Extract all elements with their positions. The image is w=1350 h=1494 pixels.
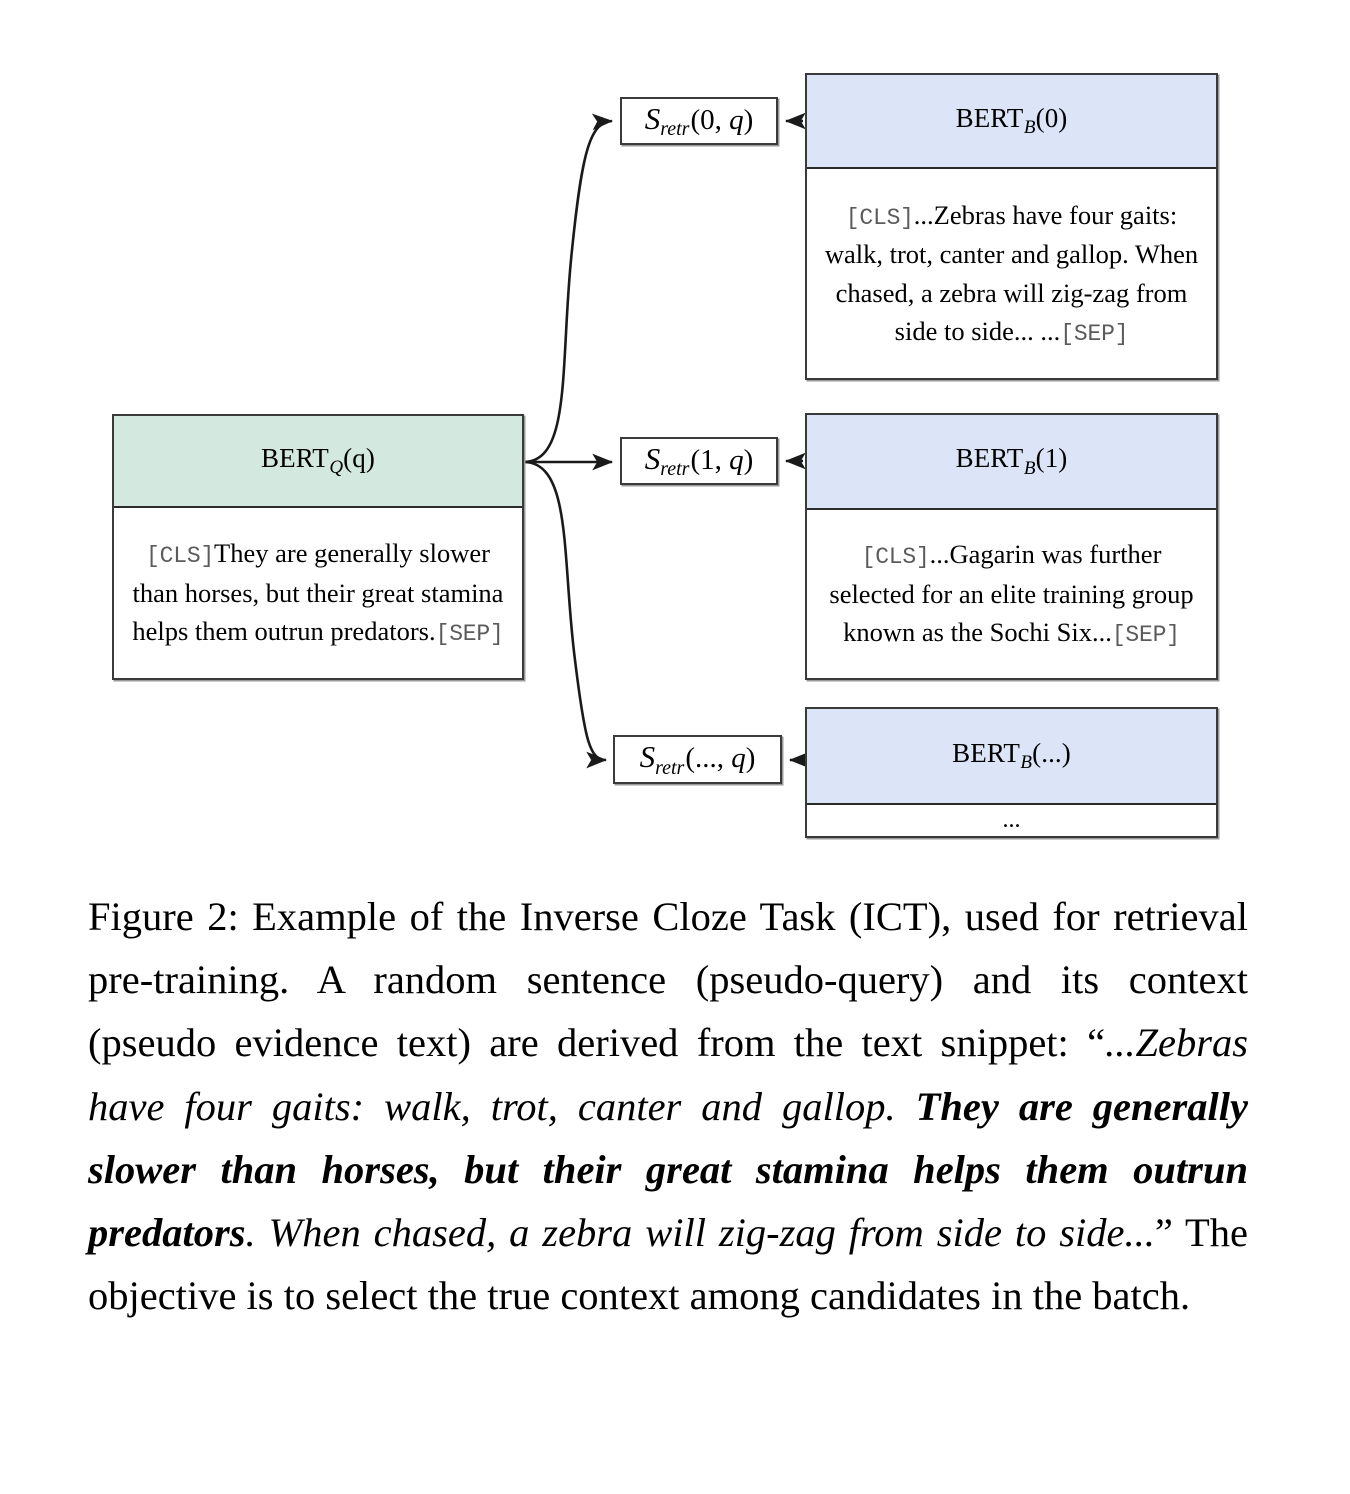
caption-segment-1: ...Zebras have four gaits: walk, trot, c… bbox=[88, 1020, 1248, 1129]
caption-segment-4: ” The objective is to select the true co… bbox=[88, 1209, 1248, 1319]
evidence-node-0-sep-token: [SEP] bbox=[1060, 320, 1129, 347]
evidence-node-ellipsis-label: BERTB(...) bbox=[952, 738, 1071, 774]
query-text-body: [CLS]They are generally slower than hors… bbox=[114, 508, 522, 678]
score-label-ellipsis-args-open: (... bbox=[685, 742, 717, 775]
score-label-1-base: S bbox=[644, 440, 661, 476]
arrow-query-to-score-0 bbox=[524, 113, 614, 464]
query-encoder-label: BERTQ(q) bbox=[261, 443, 375, 479]
score-label-1-args-open: (1 bbox=[690, 443, 715, 476]
score-label-ellipsis-args-close: ) bbox=[745, 742, 756, 775]
evidence-node-1-label: BERTB(1) bbox=[956, 443, 1068, 479]
evidence-node-0-sentence: ...Zebras have four gaits: walk, trot, c… bbox=[824, 199, 1199, 346]
evidence-node-1-text: [CLS]...Gagarin was further selected for… bbox=[821, 535, 1202, 652]
evidence-node-ellipsis-label-arg: (...) bbox=[1032, 737, 1071, 768]
score-label-0-args-close: ) bbox=[743, 103, 754, 136]
score-label-ellipsis: Sretr(..., q) bbox=[640, 739, 756, 779]
score-label-0-args-open: (0 bbox=[690, 103, 715, 136]
query-encoder-header: BERTQ(q) bbox=[114, 416, 522, 508]
evidence-node-1: BERTB(1) [CLS]...Gagarin was further sel… bbox=[805, 413, 1218, 680]
score-label-1: Sretr(1, q) bbox=[645, 441, 754, 481]
evidence-node-1-cls-token: [CLS] bbox=[861, 544, 930, 571]
evidence-node-0-label-base: BERT bbox=[955, 102, 1024, 133]
query-cls-token: [CLS] bbox=[146, 543, 215, 570]
evidence-node-0-cls-token: [CLS] bbox=[845, 204, 914, 231]
query-sentence: They are generally slower than horses, b… bbox=[132, 538, 504, 647]
evidence-node-ellipsis-label-base: BERT bbox=[952, 737, 1020, 768]
score-label-1-subscript: retr bbox=[660, 458, 690, 481]
query-encoder-node: BERTQ(q) [CLS]They are generally slower … bbox=[112, 414, 524, 680]
score-label-0-q: q bbox=[729, 103, 744, 136]
evidence-node-ellipsis-text: ... bbox=[1002, 807, 1021, 834]
evidence-node-1-label-subscript: B bbox=[1023, 457, 1036, 479]
figure-caption: Figure 2: Example of the Inverse Cloze T… bbox=[88, 885, 1248, 1327]
score-label-0: Sretr(0, q) bbox=[645, 101, 754, 141]
score-label-1-comma: , bbox=[714, 443, 730, 476]
caption-segment-0: Example of the Inverse Cloze Task (ICT),… bbox=[88, 894, 1248, 1066]
evidence-node-0-label: BERTB(0) bbox=[956, 103, 1068, 139]
query-sep-token: [SEP] bbox=[435, 621, 504, 648]
score-label-0-comma: , bbox=[714, 103, 730, 136]
evidence-node-ellipsis: BERTB(...) ... bbox=[805, 707, 1218, 838]
figure-caption-body: Example of the Inverse Cloze Task (ICT),… bbox=[88, 894, 1248, 1318]
score-box-1: Sretr(1, q) bbox=[620, 437, 778, 485]
score-label-ellipsis-base: S bbox=[639, 739, 656, 775]
evidence-node-1-sep-token: [SEP] bbox=[1111, 622, 1180, 649]
query-encoder-label-arg: (q) bbox=[343, 442, 375, 473]
query-encoder-label-subscript: Q bbox=[329, 457, 344, 479]
score-box-0: Sretr(0, q) bbox=[620, 97, 778, 145]
caption-segment-3: . When chased, a zebra will zig-zag from… bbox=[245, 1209, 1155, 1255]
evidence-node-1-label-arg: (1) bbox=[1035, 443, 1068, 474]
score-label-1-q: q bbox=[729, 443, 744, 476]
evidence-node-0-body: [CLS]...Zebras have four gaits: walk, tr… bbox=[807, 169, 1216, 378]
query-text: [CLS]They are generally slower than hors… bbox=[128, 534, 508, 651]
score-label-ellipsis-subscript: retr bbox=[655, 756, 685, 779]
evidence-node-ellipsis-body: ... bbox=[807, 805, 1216, 836]
score-label-ellipsis-q: q bbox=[731, 742, 746, 775]
evidence-node-1-header: BERTB(1) bbox=[807, 415, 1216, 510]
caption-segment-2: They are generally slower than horses, b… bbox=[88, 1083, 1248, 1255]
score-label-0-base: S bbox=[644, 100, 661, 136]
score-label-0-subscript: retr bbox=[660, 118, 690, 141]
query-encoder-label-base: BERT bbox=[261, 442, 329, 473]
evidence-node-0-header: BERTB(0) bbox=[807, 75, 1216, 169]
evidence-node-0-text: [CLS]...Zebras have four gaits: walk, tr… bbox=[821, 196, 1202, 352]
figure-caption-label: Figure 2: bbox=[88, 894, 239, 939]
evidence-node-0: BERTB(0) [CLS]...Zebras have four gaits:… bbox=[805, 73, 1218, 380]
evidence-node-1-label-base: BERT bbox=[955, 443, 1024, 474]
evidence-node-1-sentence: ...Gagarin was further selected for an e… bbox=[829, 539, 1194, 648]
score-box-ellipsis: Sretr(..., q) bbox=[613, 735, 782, 784]
evidence-node-0-label-arg: (0) bbox=[1035, 102, 1068, 133]
score-label-1-args-close: ) bbox=[743, 443, 754, 476]
score-label-ellipsis-comma: , bbox=[716, 742, 732, 775]
evidence-node-ellipsis-label-subscript: B bbox=[1020, 752, 1033, 774]
evidence-node-1-body: [CLS]...Gagarin was further selected for… bbox=[807, 510, 1216, 678]
evidence-node-ellipsis-header: BERTB(...) bbox=[807, 709, 1216, 805]
arrow-query-to-score-ellipsis bbox=[524, 460, 608, 769]
evidence-node-0-label-subscript: B bbox=[1023, 117, 1036, 139]
